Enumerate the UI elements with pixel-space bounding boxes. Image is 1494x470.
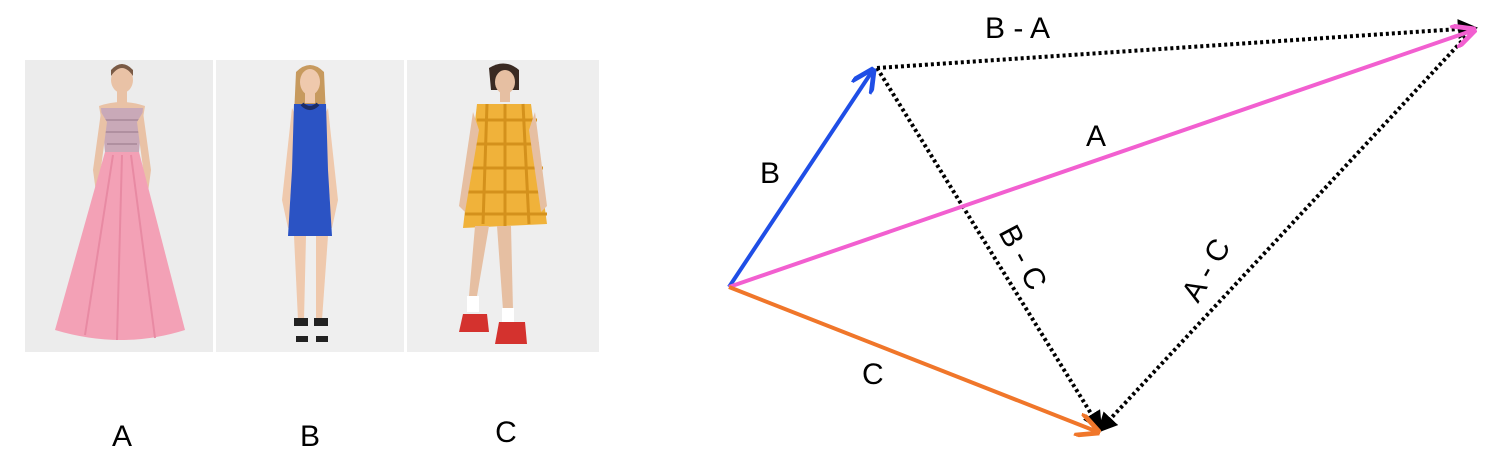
vec-c-line bbox=[728, 285, 1098, 432]
vec-a-label: A bbox=[1086, 120, 1106, 153]
photo-label-c: C bbox=[495, 416, 517, 449]
vec-b-line bbox=[727, 70, 873, 289]
vec-b-label: B bbox=[760, 157, 780, 190]
photo-a bbox=[25, 60, 213, 352]
vec-a-line bbox=[728, 30, 1474, 289]
vec-b-minus-a-label: B - A bbox=[985, 12, 1050, 45]
photo-b-image bbox=[216, 60, 404, 352]
photo-label-b: B bbox=[299, 420, 320, 453]
vec-b-minus-a-line bbox=[876, 19, 1478, 70]
photo-label-a: A bbox=[111, 420, 132, 453]
photo-strip bbox=[25, 60, 599, 352]
photo-b bbox=[216, 60, 404, 352]
vec-b-minus-c-line bbox=[875, 66, 1103, 432]
photo-c bbox=[407, 60, 599, 352]
photo-c-image bbox=[407, 60, 599, 352]
vec-a-minus-c-label: A - C bbox=[1175, 233, 1237, 307]
vec-c-label: C bbox=[862, 358, 884, 391]
vec-b-minus-c-label: B - C bbox=[992, 220, 1053, 296]
photo-a-image bbox=[25, 60, 213, 352]
vec-a-minus-c-line bbox=[1097, 26, 1476, 433]
